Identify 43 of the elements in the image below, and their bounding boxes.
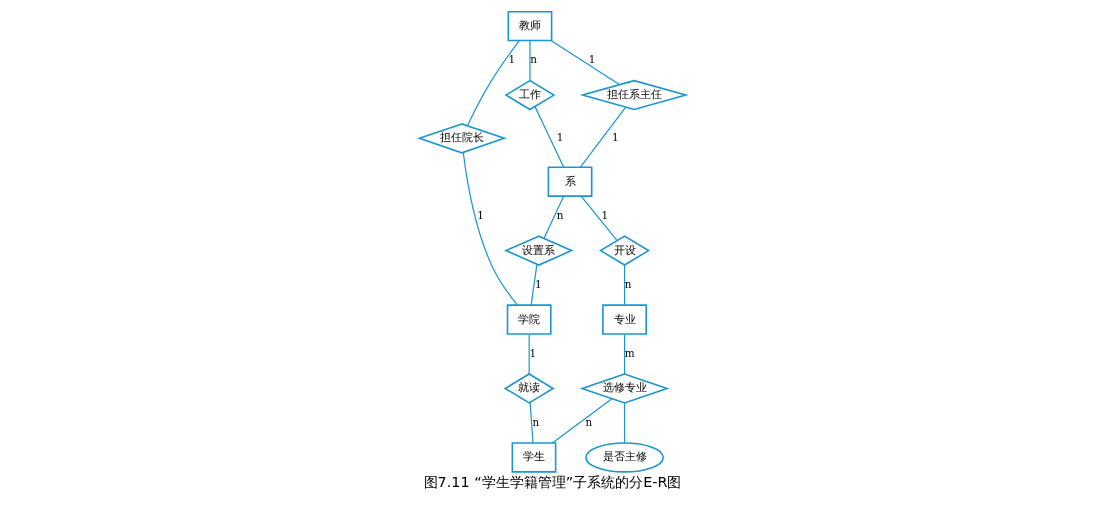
connector xyxy=(580,195,618,242)
edge-label: n xyxy=(624,277,632,290)
node-box: 学院 xyxy=(506,304,552,335)
connector xyxy=(551,398,613,444)
connector xyxy=(529,402,534,444)
connector xyxy=(529,40,531,82)
node-box: 专业 xyxy=(602,304,647,335)
connector xyxy=(528,333,530,375)
node-diamond: 开设 xyxy=(599,235,651,266)
edge-label: 1 xyxy=(612,131,619,144)
connector xyxy=(623,333,626,375)
edge-label: 1 xyxy=(556,131,564,144)
node-ellipse: 是否主修 xyxy=(585,442,664,473)
connector xyxy=(623,402,626,444)
connector xyxy=(466,40,520,127)
edge-label: 1 xyxy=(508,53,516,66)
edge-label: n xyxy=(585,415,593,428)
node-diamond: 设置系 xyxy=(504,235,574,266)
edge-label: 1 xyxy=(477,208,484,221)
edge-label: n xyxy=(556,208,564,221)
edge-label: 1 xyxy=(588,53,596,66)
edge-label: n xyxy=(530,53,537,66)
edge-label: 1 xyxy=(601,208,609,221)
edge-label: m xyxy=(624,346,635,359)
edge-label: 1 xyxy=(535,277,542,290)
connector xyxy=(579,106,627,168)
node-diamond: 就读 xyxy=(503,373,555,404)
caption: 图7.11 “学生学籍管理”子系统的分E-R图 xyxy=(423,473,682,490)
node-diamond: 工作 xyxy=(504,79,556,111)
connector xyxy=(543,195,565,239)
node-diamond: 选修专业 xyxy=(579,373,670,404)
edge-label: n xyxy=(532,415,540,428)
connector xyxy=(550,40,620,86)
connector xyxy=(462,151,518,306)
connector xyxy=(530,263,538,306)
node-diamond: 担任院长 xyxy=(416,123,507,154)
node-box: 教师 xyxy=(507,10,553,42)
node-diamond: 担任系主任 xyxy=(579,79,689,111)
node-box: 学生 xyxy=(511,442,557,473)
node-box: 系 xyxy=(547,166,593,197)
connector xyxy=(623,264,626,306)
connector xyxy=(534,106,565,168)
edge-label: 1 xyxy=(529,346,537,359)
